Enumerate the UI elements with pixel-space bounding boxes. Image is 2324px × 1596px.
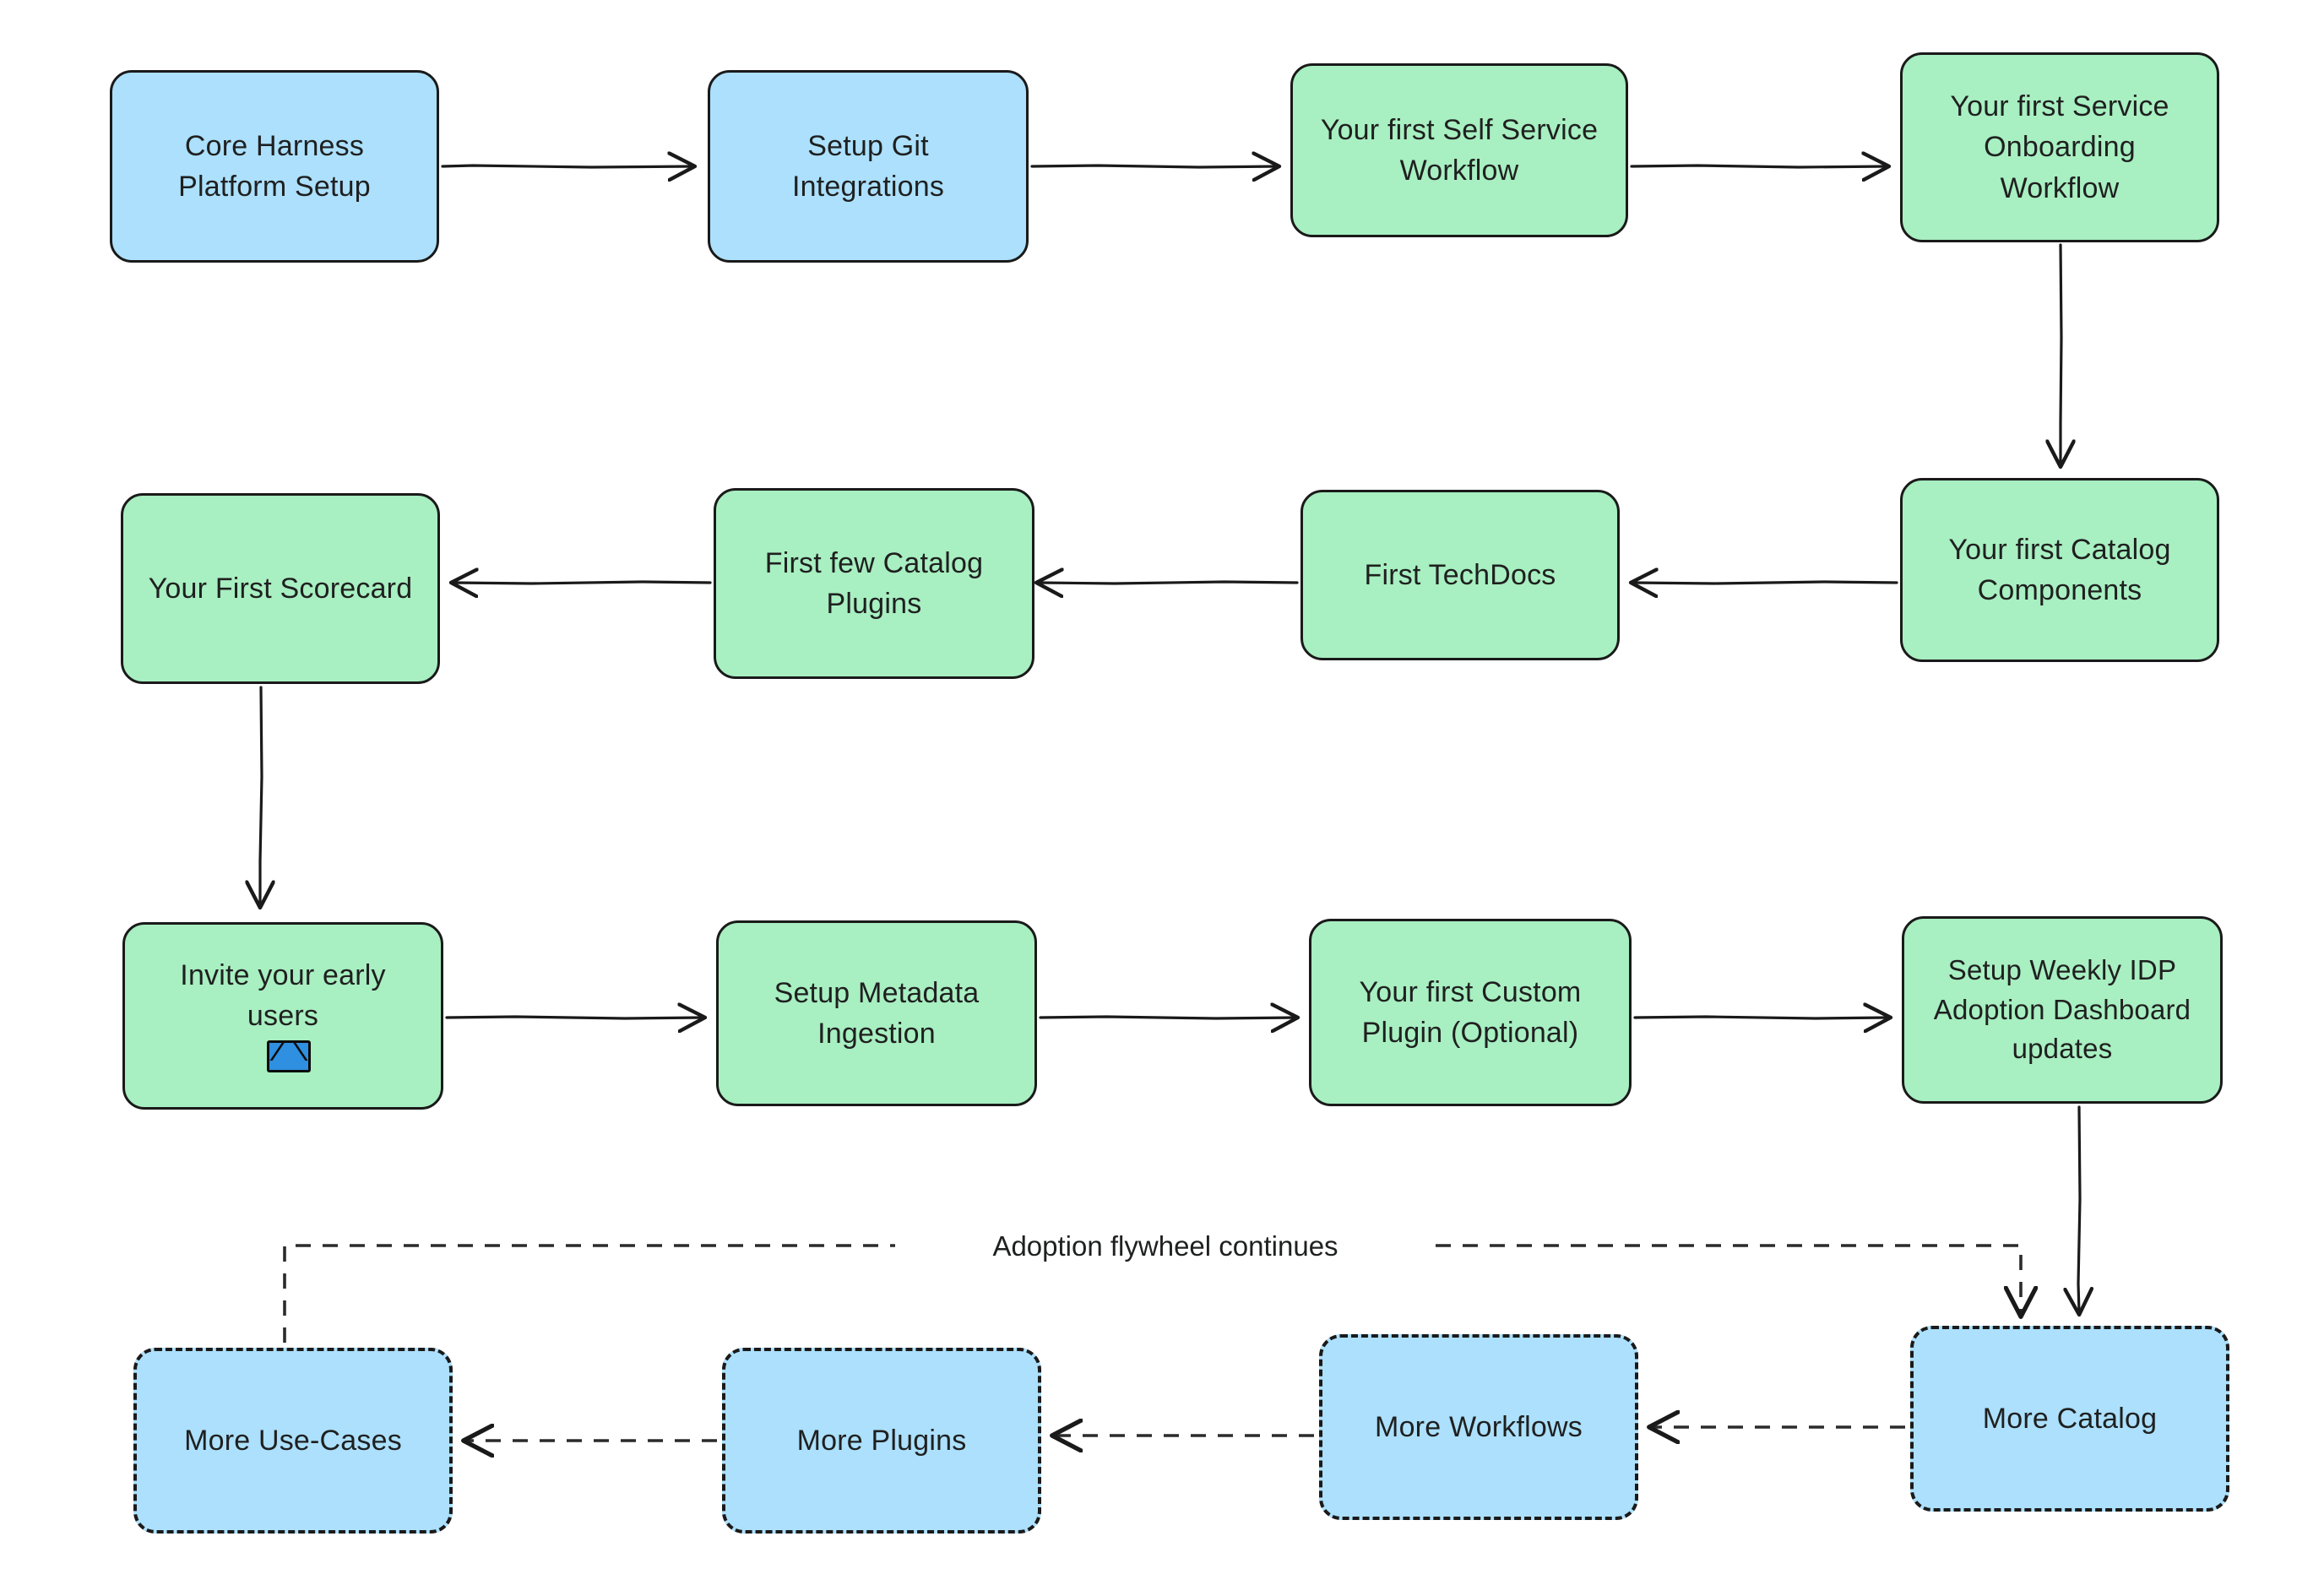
node-core-harness-platform-setup[interactable]: Core Harness Platform Setup: [110, 70, 439, 263]
node-label: More Plugins: [796, 1424, 967, 1457]
node-first-techdocs[interactable]: First TechDocs: [1300, 490, 1620, 660]
node-label: First TechDocs: [1364, 558, 1556, 591]
node-label: Your first Custom Plugin (Optional): [1359, 975, 1582, 1049]
node-label: More Use-Cases: [184, 1424, 402, 1457]
node-label: Setup Metadata Ingestion: [774, 976, 980, 1050]
node-your-first-custom-plugin[interactable]: Your first Custom Plugin (Optional): [1309, 919, 1632, 1106]
node-your-first-self-service-workflow[interactable]: Your first Self Service Workflow: [1290, 63, 1628, 237]
node-label: Core Harness Platform Setup: [178, 129, 371, 203]
node-your-first-service-onboarding-workflow[interactable]: Your first Service Onboarding Workflow: [1900, 52, 2219, 242]
edge-flywheel-loop-right: [1436, 1244, 2021, 1314]
node-more-workflows[interactable]: More Workflows: [1319, 1334, 1638, 1520]
edge-plugins-to-scorecard: [453, 582, 712, 584]
node-label: Your First Scorecard: [148, 572, 413, 605]
edge-dashboard-to-morecatalog: [2078, 1105, 2080, 1312]
node-your-first-scorecard[interactable]: Your First Scorecard: [121, 493, 440, 684]
node-invite-your-early-users[interactable]: Invite your early users: [122, 922, 443, 1110]
edge-core-to-git: [441, 166, 692, 167]
node-label: More Workflows: [1375, 1410, 1583, 1443]
edge-scorecard-to-invite: [260, 686, 262, 905]
node-more-use-cases[interactable]: More Use-Cases: [133, 1348, 453, 1534]
edge-metadata-to-customplugin: [1039, 1017, 1295, 1018]
node-label: More Catalog: [1982, 1402, 2158, 1435]
node-more-plugins[interactable]: More Plugins: [722, 1348, 1041, 1534]
node-first-few-catalog-plugins[interactable]: First few Catalog Plugins: [714, 488, 1034, 679]
node-label: Your first Self Service Workflow: [1320, 113, 1599, 187]
node-setup-weekly-idp-adoption-dashboard-updates[interactable]: Setup Weekly IDP Adoption Dashboard upda…: [1902, 916, 2223, 1104]
node-setup-git-integrations[interactable]: Setup Git Integrations: [708, 70, 1029, 263]
edge-selfservice-to-onboarding: [1630, 166, 1887, 167]
node-setup-metadata-ingestion[interactable]: Setup Metadata Ingestion: [716, 920, 1037, 1106]
edge-customplugin-to-dashboard: [1633, 1017, 1888, 1018]
node-label: First few Catalog Plugins: [764, 546, 984, 620]
node-label: Your first Catalog Components: [1948, 533, 2171, 606]
node-label: Setup Weekly IDP Adoption Dashboard upda…: [1933, 953, 2191, 1065]
node-label: Your first Service Onboarding Workflow: [1950, 90, 2169, 204]
node-label: Invite your early users: [180, 958, 386, 1032]
edge-techdocs-to-plugins: [1039, 582, 1299, 584]
envelope-icon: [267, 1040, 311, 1073]
node-your-first-catalog-components[interactable]: Your first Catalog Components: [1900, 478, 2219, 662]
edge-catalogcomponents-to-techdocs: [1633, 582, 1898, 584]
edge-git-to-selfservice: [1030, 166, 1277, 167]
node-more-catalog[interactable]: More Catalog: [1910, 1326, 2229, 1512]
edge-label-adoption-flywheel: Adoption flywheel continues: [980, 1230, 1350, 1262]
edge-invite-to-metadata: [445, 1017, 703, 1018]
edge-flywheel-loop-left: [283, 1244, 895, 1343]
node-label: Setup Git Integrations: [791, 129, 945, 203]
